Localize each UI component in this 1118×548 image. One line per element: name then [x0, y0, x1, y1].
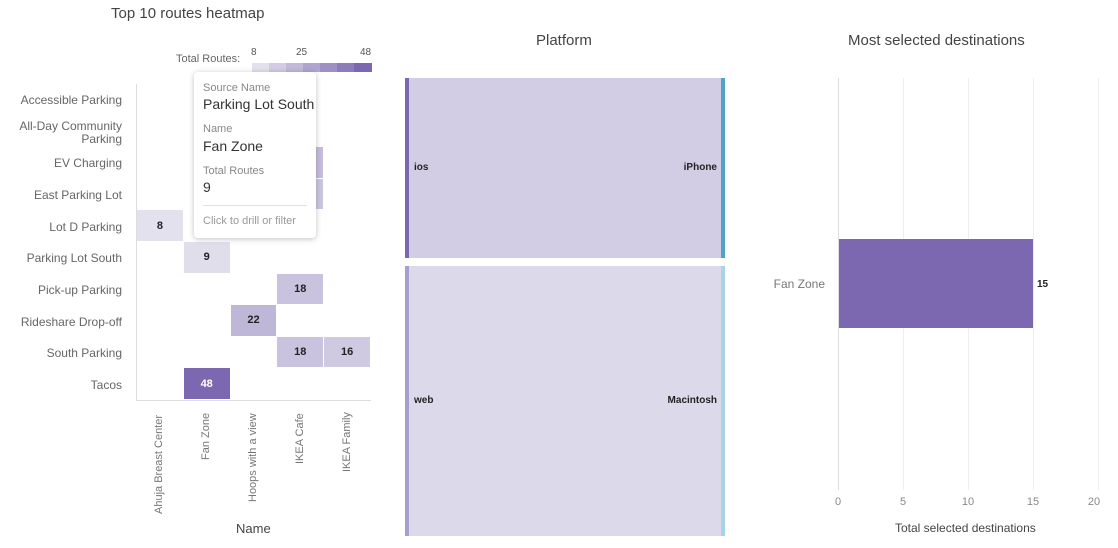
heatmap-cell[interactable]: 18	[277, 336, 324, 368]
row-label: All-Day Community Parking	[19, 119, 122, 146]
row-label: Rideshare Drop-off	[20, 315, 122, 329]
heatmap-cell[interactable]: 16	[324, 336, 370, 368]
legend-swatch	[269, 63, 287, 72]
sankey-node-iphone	[721, 78, 725, 258]
row-label: Lot D Parking	[49, 220, 122, 234]
tooltip-name-value: Fan Zone	[203, 138, 263, 154]
legend-swatch	[252, 63, 270, 72]
heatmap-x-axis-line	[136, 400, 371, 401]
sankey-label-iphone: iPhone	[683, 162, 717, 173]
legend-swatch	[320, 63, 338, 72]
legend-tick-mid: 25	[296, 47, 308, 58]
sankey-node-web	[405, 266, 409, 536]
x-tick-label: 15	[1026, 496, 1040, 508]
heatmap-cell[interactable]: 22	[230, 305, 277, 336]
tooltip-name-key: Name	[203, 123, 233, 135]
heatmap-title: Top 10 routes heatmap	[111, 5, 265, 22]
row-label: Parking Lot South	[26, 251, 122, 265]
heatmap-tooltip: Source Name Parking Lot South Name Fan Z…	[194, 72, 316, 238]
destination-category-label: Fan Zone	[773, 277, 825, 291]
row-label: Accessible Parking	[20, 93, 122, 107]
tooltip-source-value: Parking Lot South	[203, 96, 315, 112]
heatmap-y-axis-line	[136, 84, 137, 400]
tooltip-divider	[203, 205, 307, 206]
legend-title: Total Routes:	[176, 53, 241, 65]
heatmap-x-axis-title: Name	[236, 521, 271, 536]
sankey-link-web-macintosh	[409, 266, 721, 536]
heatmap-cell[interactable]: 9	[183, 242, 230, 273]
col-label: Fan Zone	[200, 412, 212, 460]
destinations-x-axis-title: Total selected destinations	[895, 521, 1036, 535]
sankey-label-macintosh: Macintosh	[667, 395, 717, 406]
tooltip-total-value: 9	[203, 179, 211, 195]
sankey-label-ios: ios	[414, 162, 429, 173]
legend-tick-min: 8	[251, 47, 257, 58]
x-gridline	[1033, 78, 1034, 490]
destinations-y-axis-line	[838, 78, 839, 490]
legend-swatch	[337, 63, 355, 72]
tooltip-source-key: Source Name	[203, 82, 271, 94]
col-label: Hoops with a view	[247, 413, 259, 502]
heatmap-cell[interactable]: 18	[277, 273, 324, 305]
heatmap-cell[interactable]: 8	[137, 210, 183, 241]
legend-swatch	[354, 63, 372, 72]
sankey-link-ios-iphone	[409, 78, 721, 258]
sankey-label-web: web	[414, 395, 434, 406]
heatmap-cell[interactable]: 48	[183, 368, 230, 399]
col-label: IKEA Family	[341, 412, 353, 472]
col-label: IKEA Cafe	[294, 413, 306, 464]
legend-tick-max: 48	[360, 47, 372, 58]
sankey-node-macintosh	[721, 266, 725, 536]
legend-swatch	[303, 63, 321, 72]
sankey-node-ios	[405, 78, 409, 258]
row-label: East Parking Lot	[33, 188, 122, 202]
x-tick-label: 20	[1087, 496, 1101, 508]
destination-bar-value-label: 15	[1037, 279, 1049, 290]
x-tick-label: 10	[961, 496, 975, 508]
legend-swatch	[286, 63, 304, 72]
row-label: EV Charging	[53, 156, 122, 170]
col-label: Ahuja Breast Center	[153, 414, 165, 514]
row-label: Pick-up Parking	[37, 283, 122, 297]
platform-title: Platform	[536, 32, 592, 49]
x-tick-label: 5	[899, 496, 907, 508]
x-tick-label: 0	[834, 496, 842, 508]
tooltip-total-key: Total Routes	[203, 165, 265, 177]
x-gridline	[1098, 78, 1099, 490]
row-label: South Parking	[46, 346, 122, 360]
row-label: Tacos	[90, 378, 122, 392]
destination-bar[interactable]	[839, 239, 1033, 328]
destinations-title: Most selected destinations	[848, 32, 1025, 49]
tooltip-hint: Click to drill or filter	[203, 215, 296, 227]
